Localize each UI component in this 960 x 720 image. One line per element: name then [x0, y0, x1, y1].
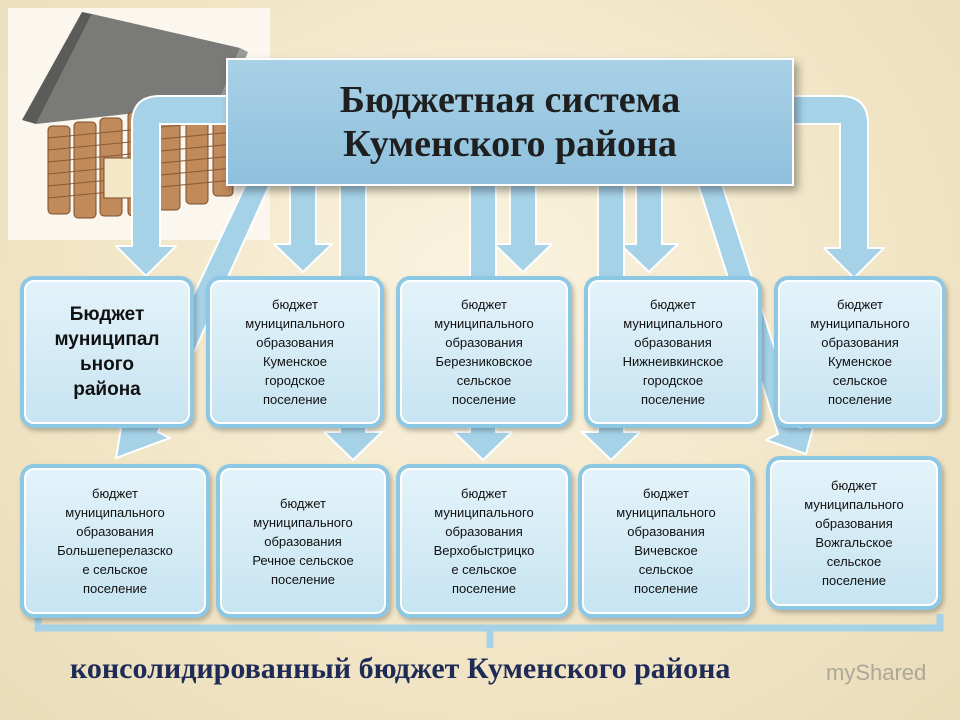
card-kumenskoe-gorodskoe: бюджет муниципального образования Куменс…: [206, 276, 384, 428]
card-label: бюджет муниципального образования Речное…: [252, 495, 354, 587]
arrow-to-district: [115, 95, 231, 277]
card-vozhgalskoe: бюджет муниципального образования Вожгал…: [766, 456, 942, 610]
card-label: бюджет муниципального образования Больше…: [57, 486, 173, 596]
card-label: бюджет муниципального образования Вичевс…: [616, 486, 716, 596]
card-label: бюджет муниципального образования Верхоб…: [433, 486, 535, 596]
watermark: myShared: [826, 660, 927, 685]
consolidated-budget-label: консолидированный бюджет Куменского райо…: [70, 652, 731, 685]
card-municipal-district: Бюджет муниципал ьного района: [20, 276, 194, 428]
arrow-to-kumenskoe-selskoe: [789, 95, 885, 279]
arrow-to-nizhneivkinskoe: [619, 183, 679, 273]
card-kumenskoe-selskoe: бюджет муниципального образования Куменс…: [774, 276, 946, 428]
title-line-1: Бюджетная система: [339, 79, 681, 121]
card-label: Бюджет муниципал ьного района: [54, 304, 160, 400]
card-label: бюджет муниципального образования Вожгал…: [804, 478, 904, 588]
card-rechnoe: бюджет муниципального образования Речное…: [216, 464, 390, 618]
card-label: бюджет муниципального образования Куменс…: [245, 297, 345, 407]
arrow-to-kumenskoe-gorodskoe: [273, 183, 333, 273]
card-label: бюджет муниципального образования Березн…: [434, 297, 534, 407]
card-bolsheperelazskoe: бюджет муниципального образования Больше…: [20, 464, 210, 618]
arrow-to-bereznikovskoe: [493, 183, 553, 273]
card-label: бюджет муниципального образования Нижнеи…: [622, 297, 724, 407]
title-line-2: Куменского района: [343, 123, 677, 165]
title-box: Бюджетная система Куменского района: [226, 58, 794, 186]
card-bereznikovskoe: бюджет муниципального образования Березн…: [396, 276, 572, 428]
card-nizhneivkinskoe: бюджет муниципального образования Нижнеи…: [584, 276, 762, 428]
card-vichevskoe: бюджет муниципального образования Вичевс…: [578, 464, 754, 618]
card-label: бюджет муниципального образования Куменс…: [810, 297, 910, 407]
card-verkhobystritskoe: бюджет муниципального образования Верхоб…: [396, 464, 572, 618]
